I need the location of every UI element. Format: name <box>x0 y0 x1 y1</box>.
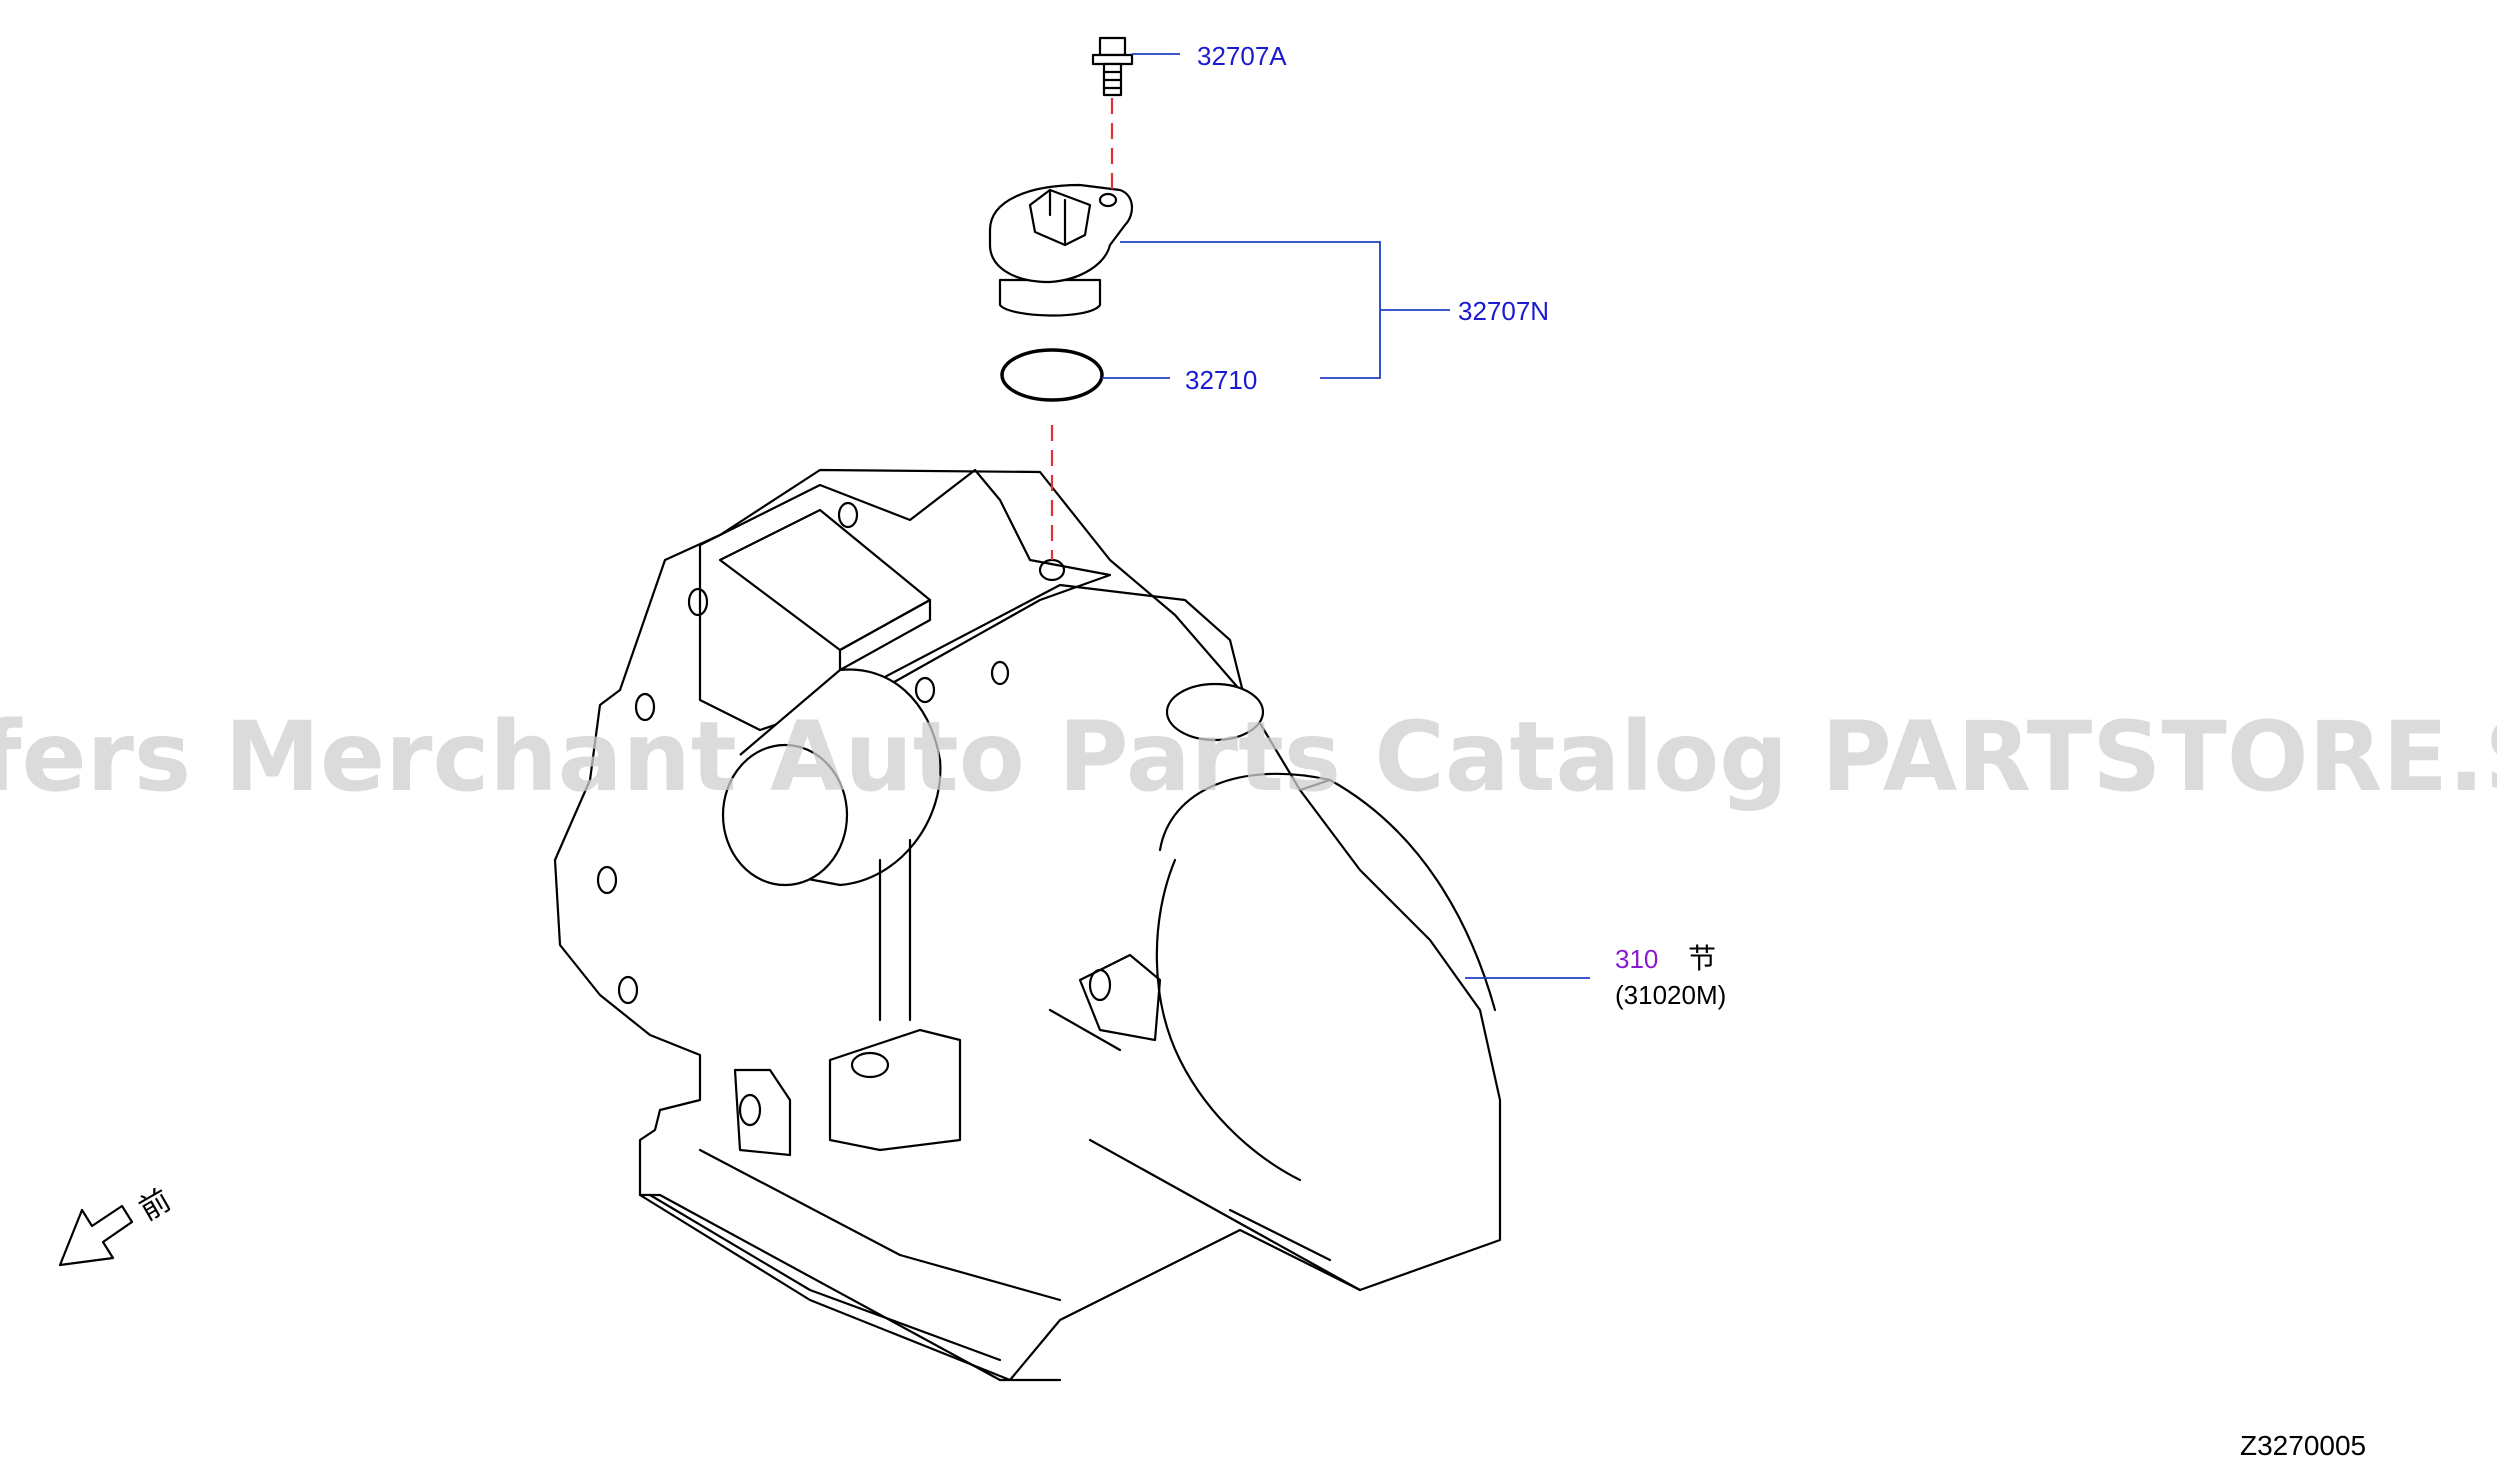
diagram-code: Z3270005 <box>2240 1430 2366 1461</box>
sensor-assembly <box>988 183 1133 317</box>
front-arrow-icon <box>58 1204 134 1267</box>
transmission-housing <box>553 468 1502 1382</box>
callout-bolt[interactable]: 32707A <box>1197 41 1287 71</box>
callout-transmission-part[interactable]: (31020M) <box>1615 980 1726 1010</box>
callout-o-ring[interactable]: 32710 <box>1185 365 1257 395</box>
o-ring <box>1000 348 1104 402</box>
front-direction-marker: 前 <box>58 1183 177 1267</box>
watermark: Offers Merchant Auto Parts Catalog PARTS… <box>0 701 2497 813</box>
callout-transmission-section-suffix: 节 <box>1688 942 1716 975</box>
callout-transmission-section[interactable]: 310 <box>1615 944 1658 974</box>
bolt <box>1091 36 1134 97</box>
callout-sensor-assembly[interactable]: 32707N <box>1458 296 1549 326</box>
leader-lines <box>1102 53 1590 979</box>
front-label: 前 <box>134 1183 177 1228</box>
